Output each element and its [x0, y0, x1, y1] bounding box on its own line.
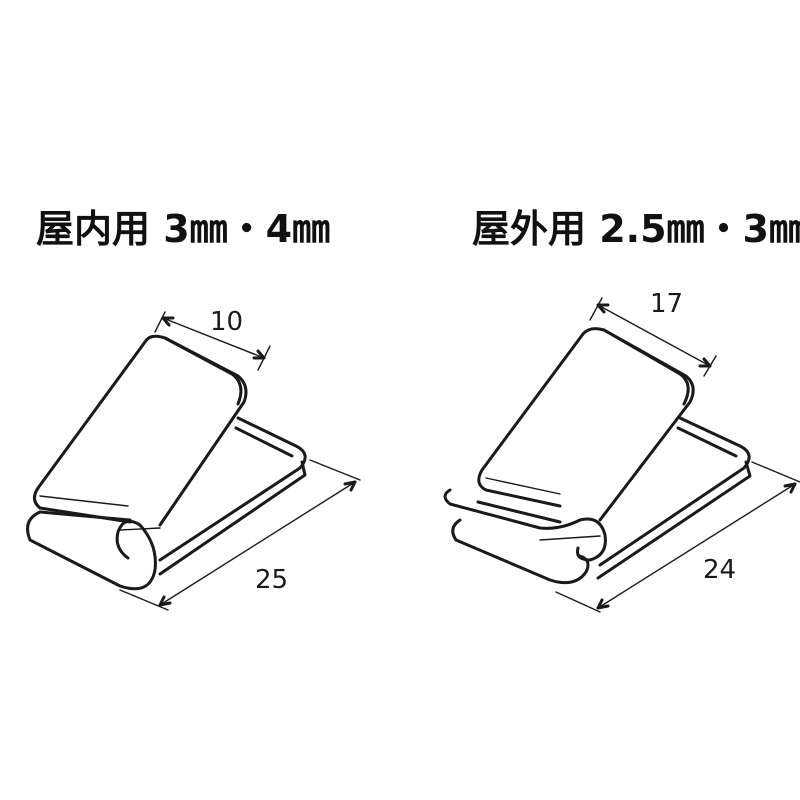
indoor-length-dimension: 25	[255, 565, 288, 595]
outdoor-clip-illustration	[443, 297, 800, 613]
outdoor-title: 屋外用 2.5㎜・3㎜	[472, 207, 800, 251]
indoor-clip-illustration	[26, 311, 361, 611]
outdoor-width-dimension: 17	[650, 289, 683, 319]
outdoor-length-dimension: 24	[703, 555, 736, 585]
indoor-title: 屋内用 3㎜・4㎜	[36, 207, 331, 251]
indoor-width-dimension: 10	[210, 307, 243, 337]
